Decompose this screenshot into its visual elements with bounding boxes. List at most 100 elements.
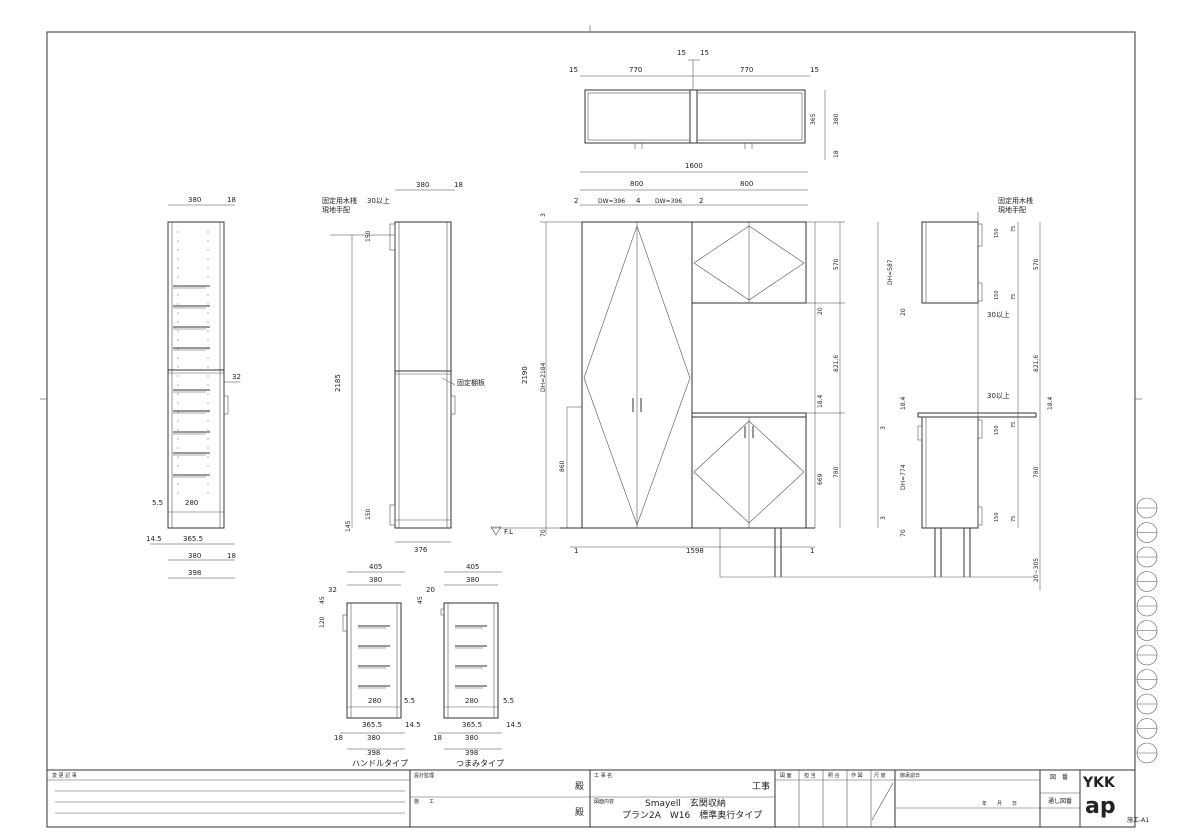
approval-col-1: 図 面	[780, 773, 792, 779]
top-cabinet-plan: 15 770 15 15 770 15 365 380 18	[569, 49, 840, 160]
dim-front-2190: 2190	[521, 366, 529, 384]
pin-hole	[207, 375, 209, 377]
pin-hole	[207, 231, 209, 233]
note-right-2: 現地手配	[998, 205, 1026, 214]
approval-col-5: 尺 度	[874, 772, 886, 779]
sheet-code: 施工-A1	[1127, 816, 1149, 824]
dim-right-75c: 75	[1011, 422, 1017, 428]
dim-front-dw-left: DW=396	[598, 198, 625, 205]
pin-hole	[177, 366, 179, 368]
pin-hole	[177, 384, 179, 386]
pin-hole	[207, 411, 209, 413]
pin-hole	[177, 348, 179, 350]
note-mid-1: 固定用木桟	[322, 196, 357, 205]
pin-hole	[207, 348, 209, 350]
dim-mid-376: 376	[414, 546, 428, 554]
pin-hole	[207, 483, 209, 485]
label-handle-type: ハンドルタイプ	[352, 759, 408, 768]
pin-hole	[207, 447, 209, 449]
dim-knob-14-5: 14.5	[506, 721, 522, 729]
dim-front-2a: 2	[574, 197, 578, 205]
pin-hole	[177, 438, 179, 440]
pin-hole	[177, 330, 179, 332]
pin-hole	[207, 240, 209, 242]
label-design: 設計監理	[414, 772, 434, 779]
dim-handle-32: 32	[328, 586, 337, 594]
dim-front-800b: 800	[740, 180, 753, 188]
label-drawing-no: 図 番	[1050, 774, 1068, 781]
dim-handle-14-5: 14.5	[405, 721, 421, 729]
dim-left-32: 32	[232, 373, 241, 381]
dim-front-1a: 1	[574, 547, 578, 555]
pin-hole	[207, 429, 209, 431]
dim-right-780: 780	[1033, 466, 1040, 478]
dim-mid-2185: 2185	[334, 374, 342, 392]
dim-right-150c: 150	[994, 425, 1000, 435]
label-knob-type: つまみタイプ	[456, 759, 504, 768]
dim-right-18-4b: 18.4	[1047, 396, 1054, 410]
dim-handle-120: 120	[319, 616, 326, 628]
dim-left-5-5: 5.5	[152, 499, 163, 507]
content-line-1: Smayell 玄関収納	[645, 797, 726, 809]
dim-knob-365: 365.5	[462, 721, 482, 729]
knob-type-section: 405 380 20 45 280 5.5 365.5 14.5 18 380 …	[417, 563, 522, 768]
dim-front-821: 821.6	[833, 355, 840, 372]
pin-hole	[207, 321, 209, 323]
dim-top-380: 380	[833, 113, 840, 125]
dim-knob-380b: 380	[465, 734, 478, 742]
dim-right-3b: 3	[880, 516, 887, 520]
pin-hole	[177, 321, 179, 323]
label-revision: 変 更 記 事	[52, 772, 77, 779]
right-section: 固定用木桟 現地手配 DH=587 20 570 821.6 30以上 30以上…	[877, 196, 1054, 590]
dim-right-570: 570	[1033, 258, 1040, 270]
pin-hole	[177, 357, 179, 359]
dim-left-398: 398	[188, 569, 201, 577]
dim-right-821: 821.6	[1033, 355, 1040, 372]
label-approval-date: 御承認日	[900, 772, 920, 779]
dim-mid-380: 380	[416, 181, 429, 189]
dim-top-15d: 15	[810, 66, 819, 74]
pin-hole	[207, 402, 209, 404]
pin-hole	[177, 465, 179, 467]
pin-hole	[177, 429, 179, 431]
pin-hole	[177, 339, 179, 341]
pin-hole	[207, 258, 209, 260]
pin-hole	[177, 393, 179, 395]
dim-front-570: 570	[833, 258, 840, 270]
dim-right-3a: 3	[880, 426, 887, 430]
note-mid-shelf: 固定棚板	[457, 378, 485, 387]
dim-front-1598: 1598	[686, 547, 704, 555]
dim-top-15b: 15	[677, 49, 686, 57]
pin-hole	[177, 303, 179, 305]
dim-front-3a: 3	[540, 213, 547, 217]
logo-ykk: YKK	[1082, 775, 1116, 791]
pin-hole	[177, 456, 179, 458]
label-drawing-content: 図面内容	[594, 798, 614, 805]
dim-right-20: 20	[900, 308, 907, 316]
label-serial-no: 通し図番	[1048, 797, 1072, 805]
dim-mid-145: 145	[345, 520, 352, 532]
dim-front-1600: 1600	[685, 162, 703, 170]
logo-ap: ap	[1085, 794, 1116, 819]
pin-hole	[207, 267, 209, 269]
dim-mid-150b: 150	[365, 508, 372, 520]
note-right-30a: 30以上	[987, 310, 1010, 319]
pin-hole	[207, 276, 209, 278]
dim-handle-280: 280	[368, 697, 381, 705]
pin-hole	[177, 411, 179, 413]
pin-hole	[177, 258, 179, 260]
title-block: 変 更 記 事 設計監理 殿 施 工 殿 工 事 名 工事 図面内容 Smaye…	[46, 769, 1149, 828]
dim-knob-20: 20	[426, 586, 435, 594]
dim-handle-365: 365.5	[362, 721, 382, 729]
pin-hole	[177, 249, 179, 251]
dim-left-18b: 18	[227, 552, 236, 560]
handle-type-section: 405 380 32 45 120 280 5.5 365.5 14.5 18 …	[319, 563, 421, 768]
revision-circles	[1136, 497, 1158, 764]
honorific-1: 殿	[575, 781, 584, 792]
sheet-frame	[46, 31, 1136, 828]
dim-top-365: 365	[810, 113, 817, 125]
pin-hole	[207, 249, 209, 251]
pin-hole	[207, 366, 209, 368]
dim-top-15a: 15	[569, 66, 578, 74]
dim-right-leg: 20~305	[1033, 558, 1040, 582]
